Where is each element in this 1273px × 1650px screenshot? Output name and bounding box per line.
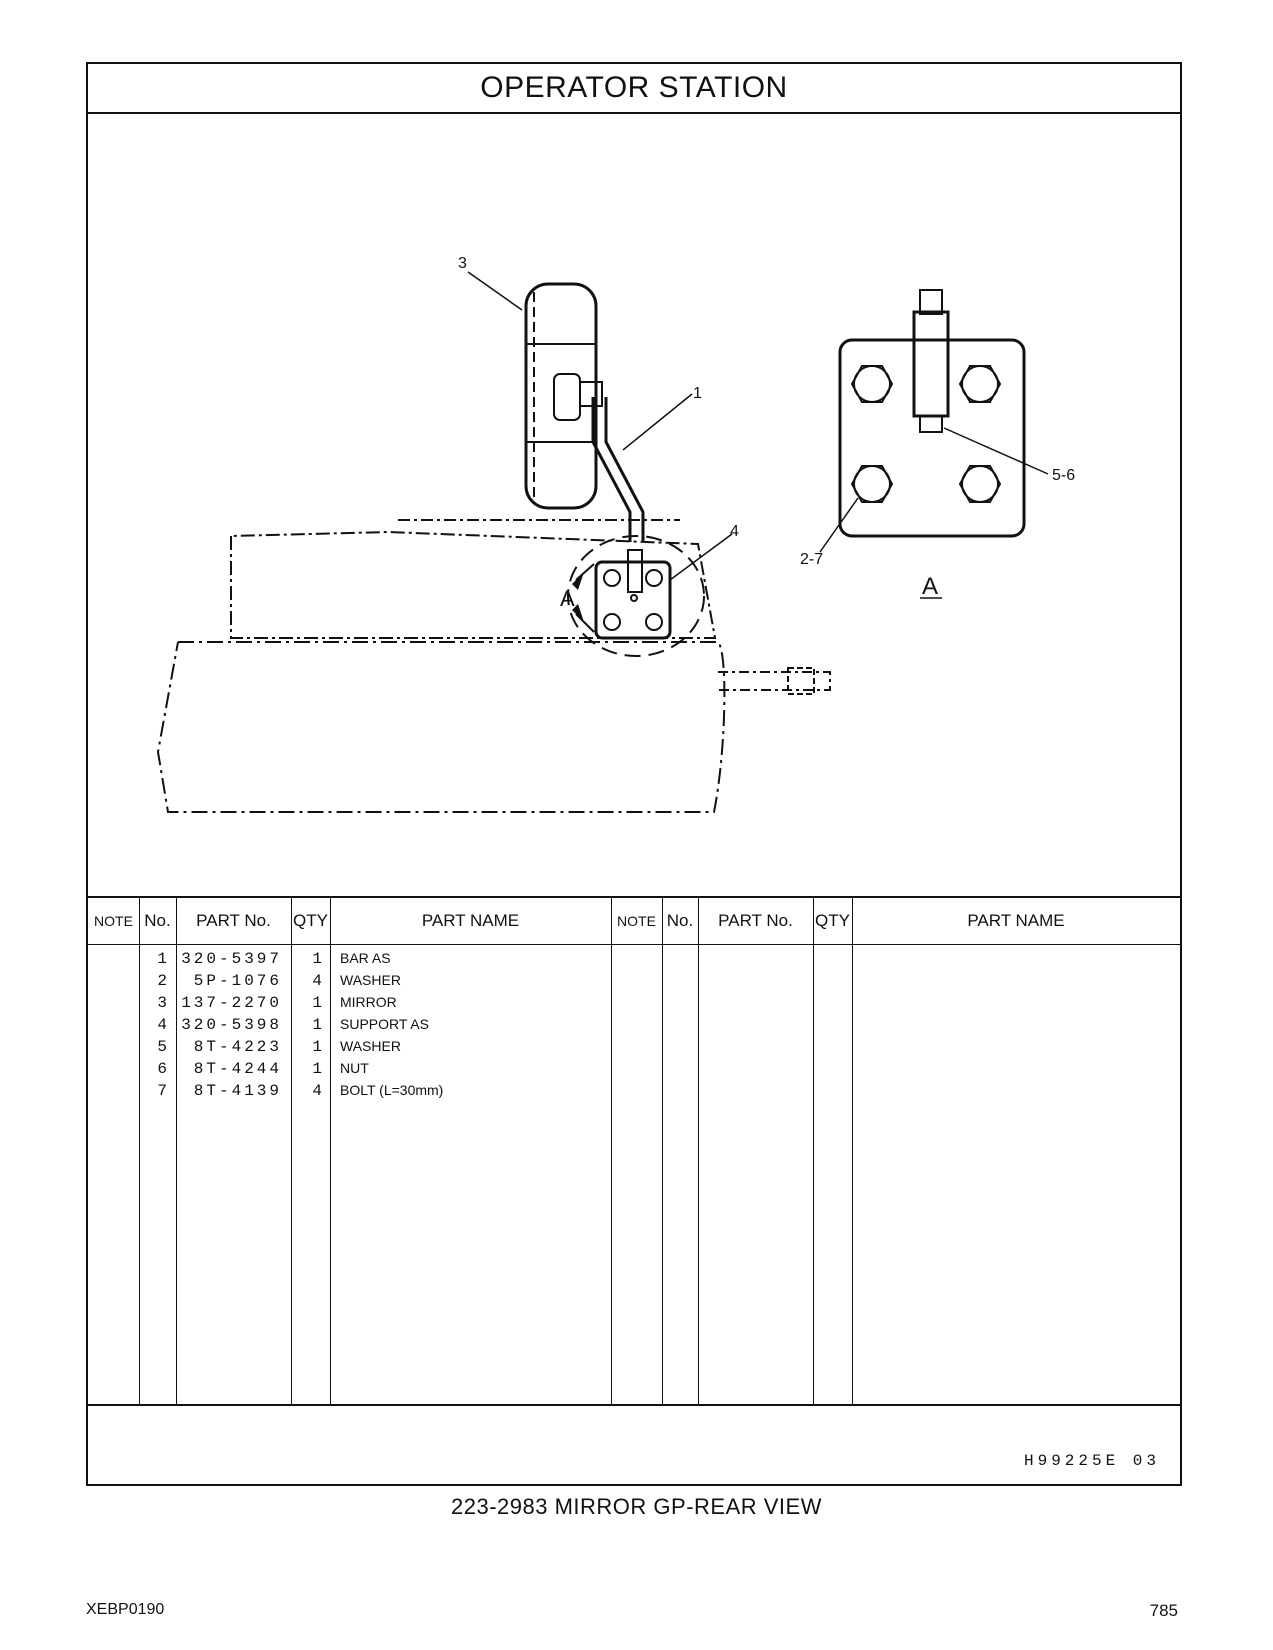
view-label-a: A bbox=[922, 573, 938, 600]
quantity: 1 bbox=[312, 1016, 322, 1034]
part-name: BOLT (L=30mm) bbox=[340, 1082, 444, 1098]
item-number: 3 bbox=[157, 994, 167, 1012]
table-row: 1 320-5397 1 BAR AS bbox=[88, 950, 611, 973]
quantity: 1 bbox=[312, 1038, 322, 1056]
header-note-2: NOTE bbox=[617, 913, 656, 929]
parts-illustration: 3 1 4 5-6 2-7 A A bbox=[156, 255, 1075, 813]
detail-circle bbox=[567, 535, 705, 657]
item-number: 1 bbox=[157, 950, 167, 968]
header-part-no: PART No. bbox=[196, 911, 271, 930]
mirror-3 bbox=[524, 282, 603, 510]
part-number: 8T-4223 bbox=[193, 1038, 282, 1056]
header-part-no-2: PART No. bbox=[718, 911, 793, 930]
callout-3: 3 bbox=[458, 255, 467, 272]
part-number: 137-2270 bbox=[181, 994, 282, 1012]
part-number: 5P-1076 bbox=[193, 972, 282, 990]
item-number: 5 bbox=[157, 1038, 167, 1056]
item-number: 6 bbox=[157, 1060, 167, 1078]
part-name: NUT bbox=[340, 1060, 369, 1076]
table-row: 3 137-2270 1 MIRROR bbox=[88, 994, 611, 1017]
page-title: OPERATOR STATION bbox=[480, 71, 788, 104]
callout-1: 1 bbox=[693, 385, 702, 402]
quantity: 1 bbox=[312, 950, 322, 968]
quantity: 4 bbox=[312, 1082, 322, 1100]
rear-clip bbox=[787, 667, 815, 695]
callout-2-7: 2-7 bbox=[800, 551, 823, 568]
cab-outline bbox=[230, 530, 717, 639]
header-qty: QTY bbox=[293, 911, 328, 930]
bar-1 bbox=[591, 397, 632, 542]
header-no-2: No. bbox=[666, 911, 694, 930]
part-number: 320-5397 bbox=[181, 950, 282, 968]
illustration-code: H99225E 03 bbox=[1023, 1452, 1160, 1470]
quantity: 1 bbox=[312, 1060, 322, 1078]
header-part-name-2: PART NAME bbox=[967, 911, 1065, 930]
part-number: 8T-4139 bbox=[193, 1082, 282, 1100]
table-row: 5 8T-4223 1 WASHER bbox=[88, 1038, 611, 1061]
quantity: 4 bbox=[312, 972, 322, 990]
table-row: 4 320-5398 1 SUPPORT AS bbox=[88, 1016, 611, 1039]
part-number: 320-5398 bbox=[181, 1016, 282, 1034]
header-qty-2: QTY bbox=[815, 911, 850, 930]
group-title: 223-2983 MIRROR GP-REAR VIEW bbox=[451, 1494, 822, 1519]
table-row: 7 8T-4139 4 BOLT (L=30mm) bbox=[88, 1082, 611, 1105]
item-number: 4 bbox=[157, 1016, 167, 1034]
support-4 bbox=[594, 549, 672, 640]
header-note: NOTE bbox=[94, 913, 133, 929]
page-number: 785 bbox=[1149, 1601, 1178, 1620]
part-name: WASHER bbox=[340, 972, 401, 988]
item-number: 2 bbox=[157, 972, 167, 990]
rear-bracket bbox=[718, 671, 831, 691]
header-no: No. bbox=[144, 911, 171, 930]
callout-4: 4 bbox=[730, 523, 739, 540]
page-frame: OPERATOR STATION bbox=[86, 62, 1182, 1486]
part-name: MIRROR bbox=[340, 994, 397, 1010]
part-name: SUPPORT AS bbox=[340, 1016, 429, 1032]
callout-5-6: 5-6 bbox=[1052, 467, 1075, 484]
table-row: 6 8T-4244 1 NUT bbox=[88, 1060, 611, 1083]
table-row: 2 5P-1076 4 WASHER bbox=[88, 972, 611, 995]
quantity: 1 bbox=[312, 994, 322, 1012]
part-name: WASHER bbox=[340, 1038, 401, 1054]
title-bar: OPERATOR STATION bbox=[88, 64, 1180, 114]
document-id: XEBP0190 bbox=[86, 1601, 165, 1618]
part-name: BAR AS bbox=[340, 950, 391, 966]
header-part-name: PART NAME bbox=[421, 911, 520, 930]
parts-table: NOTE No. PART No. QTY PART NAME NOTE No.… bbox=[88, 896, 1180, 1406]
item-number: 7 bbox=[157, 1082, 167, 1100]
view-a-detail bbox=[838, 289, 1026, 538]
part-number: 8T-4244 bbox=[193, 1060, 282, 1078]
view-marker-a: A bbox=[560, 586, 575, 611]
cab-lower bbox=[156, 641, 726, 813]
